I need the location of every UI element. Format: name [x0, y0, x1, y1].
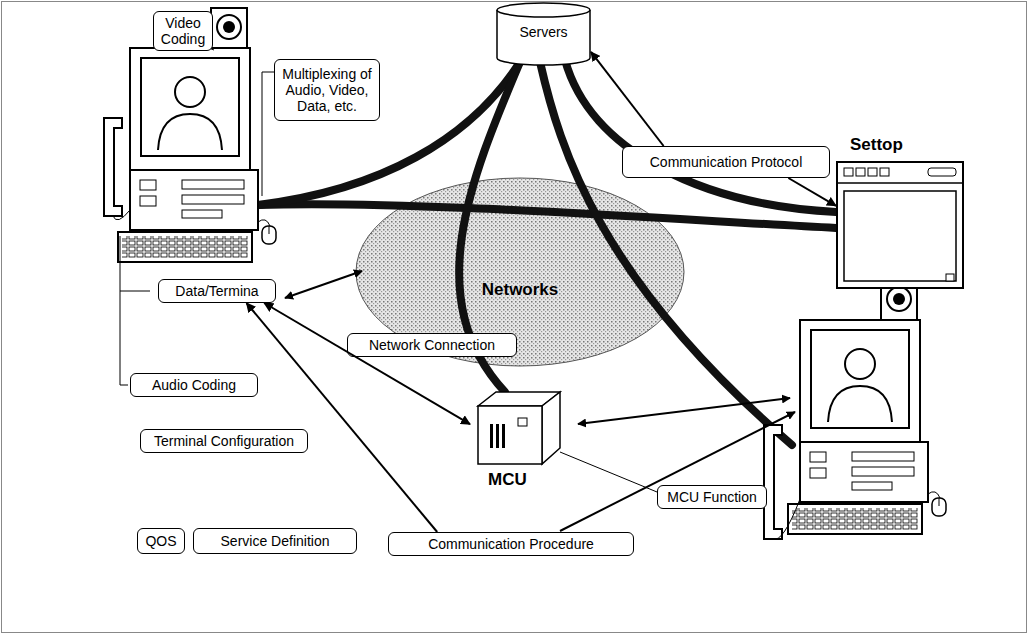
arrow-connector — [591, 52, 664, 146]
callout-text: Network Connection — [369, 337, 495, 353]
callout-text: MCU Function — [667, 489, 756, 505]
callout-text: Service Definition — [221, 533, 330, 549]
callout-text: Multiplexing of Audio, Video, Data, etc. — [280, 66, 374, 114]
callout-box: Multiplexing of Audio, Video, Data, etc. — [274, 59, 380, 121]
arrow-connector — [247, 303, 438, 532]
callout-box: Terminal Configuration — [140, 429, 308, 453]
arrow-connector — [788, 178, 836, 206]
callout-box: Network Connection — [347, 333, 517, 357]
settop-box: Settop — [836, 161, 964, 289]
callout-box: Communication Protocol — [622, 146, 830, 178]
callout-text: QOS — [145, 533, 176, 549]
server-label: Servers — [519, 24, 567, 40]
mcu-device: MCU — [470, 390, 565, 466]
callout-box: QOS — [137, 528, 185, 554]
callout-box: Video Coding — [153, 11, 213, 51]
callout-text: Terminal Configuration — [154, 433, 294, 449]
device-label: Settop — [850, 135, 903, 155]
callout-box: Service Definition — [193, 528, 357, 554]
mcu-outline — [470, 390, 565, 466]
callout-text: Data/Termina — [175, 283, 258, 299]
device-label: MCU — [488, 470, 527, 490]
callout-box: Communication Procedure — [388, 532, 634, 556]
callout-box: MCU Function — [657, 485, 767, 509]
arrow-connector — [264, 303, 470, 424]
callout-box: Data/Termina — [158, 279, 276, 303]
callout-text: Communication Procedure — [428, 536, 594, 552]
network-label: Networks — [355, 280, 685, 300]
settop-outline — [836, 161, 964, 289]
callout-box: Audio Coding — [130, 373, 258, 397]
callout-text: Communication Protocol — [650, 154, 803, 170]
callout-text: Video Coding — [159, 15, 207, 47]
server-cylinder: Servers — [496, 2, 591, 66]
callout-text: Audio Coding — [152, 377, 236, 393]
